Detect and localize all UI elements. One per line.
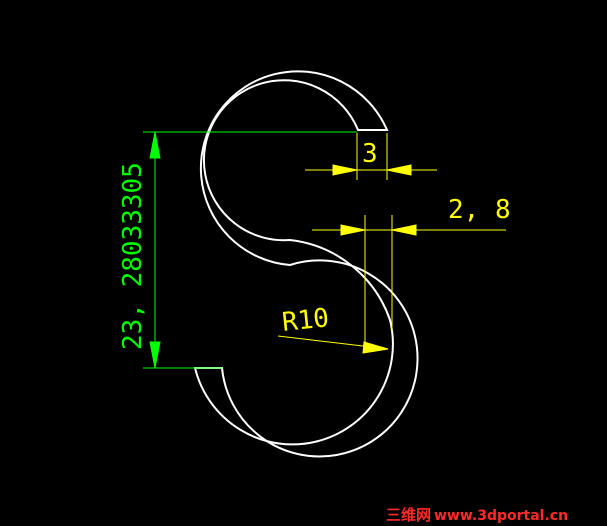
height-arrow-bottom [149,341,161,369]
wall-thickness-label: 2, 8 [448,195,511,225]
watermark: 三维网 www.3dportal.cn [386,506,568,524]
thickness-arrow-left [340,224,366,236]
height-arrow-top [149,131,161,159]
radius-arrow [362,341,389,354]
green-dimension [143,131,357,369]
gap-width-label: 3 [362,139,378,169]
s-hook-outer-contour [193,70,419,458]
hook-height-label: 23, 28033305 [118,162,148,350]
watermark-site: www.3dportal.cn [434,508,568,524]
thickness-arrow-right [391,224,417,236]
yellow-dimensions [277,133,506,354]
watermark-chinese: 三维网 [386,506,431,524]
radius-label: R10 [281,303,331,338]
gap-arrow-left [332,164,358,176]
gap-arrow-right [386,164,412,176]
s-hook-outline [193,70,419,458]
